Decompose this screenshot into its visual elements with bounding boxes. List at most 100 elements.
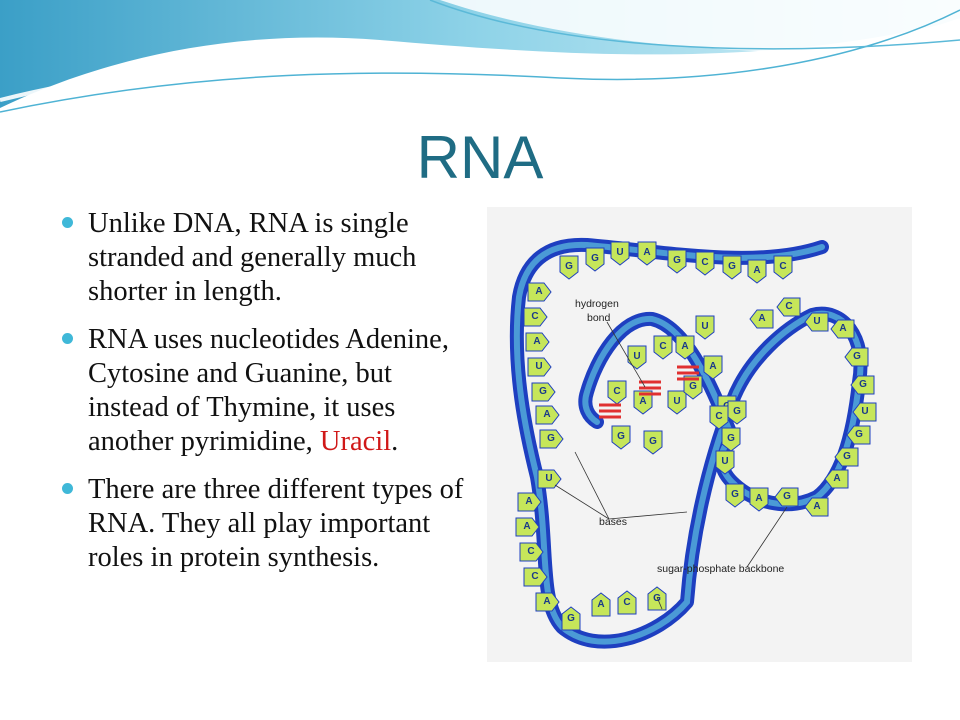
- bullet-text: RNA uses nucleotides Adenine, Cytosine a…: [88, 324, 449, 457]
- base-left: G: [539, 429, 564, 449]
- base-right: U: [804, 312, 829, 332]
- base-helix: C: [653, 335, 673, 360]
- base-top: G: [722, 255, 742, 280]
- base-letter: G: [731, 489, 739, 500]
- bullet-item: Unlike DNA, RNA is single stranded and g…: [60, 207, 465, 309]
- base-bottom-right: A: [749, 487, 769, 512]
- bullet-dot-icon: [62, 333, 73, 344]
- base-top: G: [559, 255, 579, 280]
- base-right: A: [824, 469, 849, 489]
- base-letter: U: [633, 351, 640, 362]
- hydrogen-bonds: [599, 365, 699, 419]
- bullet-text: There are three different types of RNA. …: [88, 474, 464, 573]
- base-right: A: [804, 497, 829, 517]
- label-hydrogen: hydrogen: [575, 298, 619, 310]
- bullet-item: There are three different types of RNA. …: [60, 473, 465, 575]
- base-letter: G: [567, 613, 575, 624]
- base-letter: G: [591, 253, 599, 264]
- base-left: C: [523, 307, 548, 327]
- bullet-text: Unlike DNA, RNA is single stranded and g…: [88, 208, 417, 307]
- base-letter: A: [643, 247, 650, 258]
- base-top: C: [695, 251, 715, 276]
- base-letter: A: [543, 409, 550, 420]
- base-right: G: [774, 487, 799, 507]
- base-letter: A: [833, 473, 840, 484]
- base-top: C: [773, 255, 793, 280]
- base-helix: U: [695, 315, 715, 340]
- base-bottom-left: C: [519, 542, 544, 562]
- base-helix: U: [667, 390, 687, 415]
- base-letter: U: [861, 406, 868, 417]
- base-right: A: [830, 319, 855, 339]
- base-letter: C: [785, 301, 792, 312]
- base-letter: A: [523, 521, 530, 532]
- base-letter: A: [839, 323, 846, 334]
- base-letter: U: [673, 396, 680, 407]
- base-letter: C: [779, 261, 786, 272]
- base-letter: A: [709, 361, 716, 372]
- bullet-dot-icon: [62, 217, 73, 228]
- base-letter: A: [755, 493, 762, 504]
- base-left: U: [527, 357, 552, 377]
- rna-backbone-highlight: [513, 241, 864, 645]
- label-bases: bases: [599, 516, 627, 528]
- nucleotide-bases: GGUAGCGACACAUGAGCGUAGCUAGUAGACUAGGUGGAAG…: [515, 241, 877, 631]
- base-letter: G: [733, 406, 741, 417]
- base-helix: U: [627, 345, 647, 370]
- base-letter: G: [673, 255, 681, 266]
- wave-header-decoration: [0, 0, 960, 113]
- base-letter: G: [853, 351, 861, 362]
- base-letter: C: [531, 571, 538, 582]
- base-left: A: [535, 405, 560, 425]
- base-bottom-left: C: [617, 590, 637, 615]
- base-bottom-left: G: [561, 606, 581, 631]
- base-letter: A: [597, 599, 604, 610]
- base-bottom-left: A: [515, 517, 540, 537]
- base-right: G: [844, 347, 869, 367]
- leader-lines: [554, 321, 788, 610]
- bullet-text-end: .: [391, 426, 399, 457]
- base-right: C: [776, 297, 801, 317]
- base-bottom-left: A: [535, 592, 560, 612]
- base-letter: A: [639, 396, 646, 407]
- base-letter: C: [659, 341, 666, 352]
- base-letter: C: [531, 311, 538, 322]
- slide-title: RNA: [416, 124, 544, 191]
- base-letter: G: [653, 593, 661, 604]
- base-letter: U: [545, 473, 552, 484]
- highlight-uracil: Uracil: [319, 426, 392, 457]
- base-letter: G: [727, 433, 735, 444]
- base-letter: A: [813, 501, 820, 512]
- base-helix: G: [611, 425, 631, 450]
- base-letter: G: [565, 261, 573, 272]
- bullet-item: RNA uses nucleotides Adenine, Cytosine a…: [60, 323, 465, 459]
- base-letter: G: [539, 386, 547, 397]
- rna-structure-diagram: GGUAGCGACACAUGAGCGUAGCUAGUAGACUAGGUGGAAG…: [487, 207, 912, 662]
- base-letter: A: [535, 286, 542, 297]
- base-top: U: [610, 241, 630, 266]
- base-bottom-left: A: [517, 492, 542, 512]
- base-right: A: [749, 309, 774, 329]
- base-letter: A: [533, 336, 540, 347]
- base-letter: G: [855, 429, 863, 440]
- base-bottom-right: C: [709, 405, 729, 430]
- base-letter: C: [715, 411, 722, 422]
- base-letter: A: [758, 313, 765, 324]
- base-helix: G: [643, 430, 663, 455]
- base-letter: A: [681, 341, 688, 352]
- base-left: A: [525, 332, 550, 352]
- base-left: A: [527, 282, 552, 302]
- base-right: G: [834, 447, 859, 467]
- base-letter: U: [721, 456, 728, 467]
- base-letter: A: [753, 265, 760, 276]
- base-bottom-left: A: [591, 592, 611, 617]
- base-letter: G: [783, 491, 791, 502]
- rna-diagram-svg: GGUAGCGACACAUGAGCGUAGCUAGUAGACUAGGUGGAAG…: [509, 237, 877, 649]
- base-top: G: [585, 247, 605, 272]
- base-letter: U: [813, 316, 820, 327]
- base-letter: C: [527, 546, 534, 557]
- bullet-list: Unlike DNA, RNA is single stranded and g…: [60, 207, 465, 589]
- base-helix: A: [633, 390, 653, 415]
- base-letter: U: [616, 247, 623, 258]
- base-letter: G: [649, 436, 657, 447]
